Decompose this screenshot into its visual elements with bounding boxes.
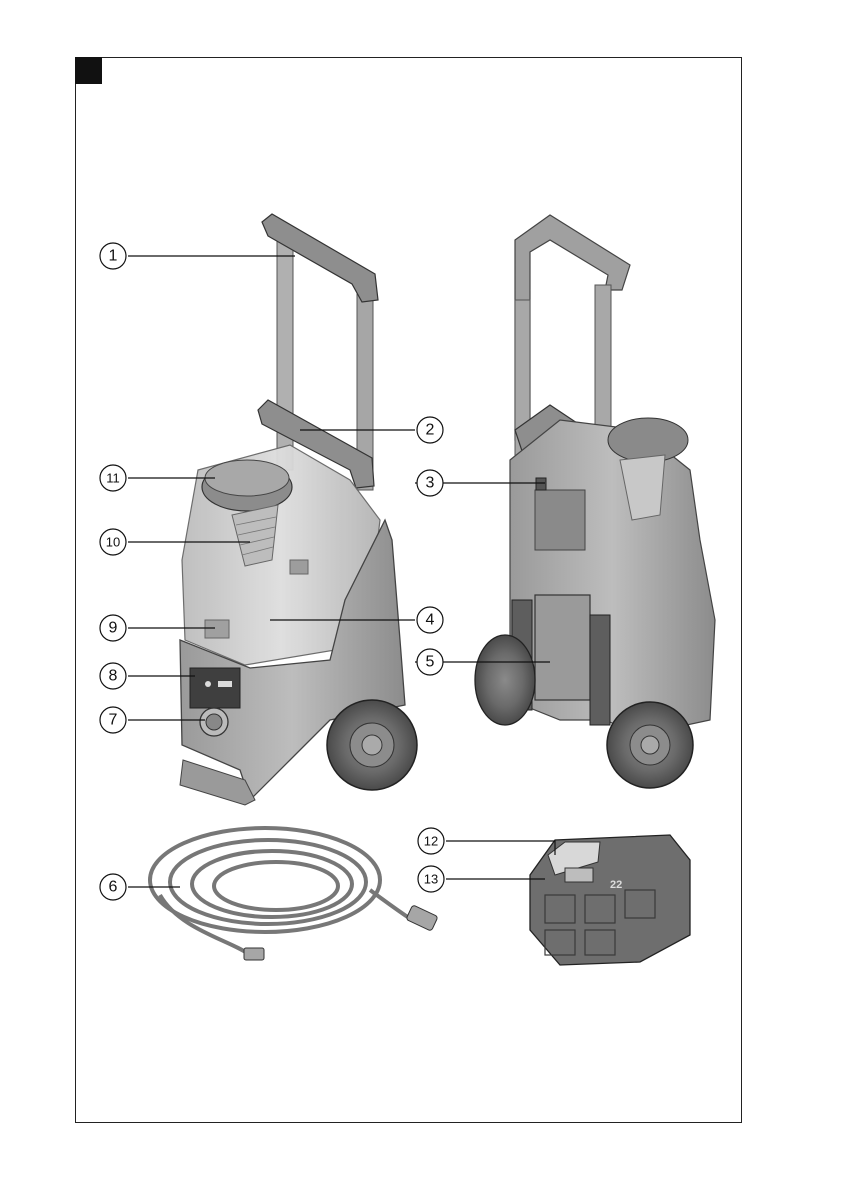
battery-pack: 22 [530,835,690,965]
rear-tank-lid [608,418,688,462]
callout-9: 9 [100,615,126,641]
pressure-washer-rear-view [475,215,715,788]
svg-text:13: 13 [424,872,438,887]
inner-connector [290,560,308,574]
hose-coupling-end [406,905,438,931]
callout-10: 10 [100,529,126,555]
callout-2: 2 [417,417,443,443]
control-panel[interactable] [190,668,240,708]
battery-compartment[interactable] [535,595,590,700]
svg-text:12: 12 [424,834,438,849]
svg-text:11: 11 [106,471,120,486]
inner-suction-part [205,620,229,638]
callout-4: 4 [417,607,443,633]
svg-text:1: 1 [109,248,118,265]
hose-fitting-end [244,948,264,960]
battery-charge-indicator[interactable] [565,868,593,882]
pressure-washer-front-view [180,214,417,805]
callout-8: 8 [100,663,126,689]
svg-text:6: 6 [109,879,118,896]
callout-7: 7 [100,707,126,733]
svg-text:4: 4 [426,612,435,629]
svg-text:5: 5 [426,654,435,671]
callout-12: 12 [418,828,444,854]
svg-text:7: 7 [109,712,118,729]
callout-11: 11 [100,465,126,491]
rear-rail-right [590,615,610,725]
callout-3: 3 [417,470,443,496]
rear-wheel-left [475,635,535,725]
high-pressure-hose [150,828,412,955]
svg-text:10: 10 [106,535,120,550]
battery-voltage-marking: 22 [610,879,622,891]
svg-text:8: 8 [109,668,118,685]
svg-text:9: 9 [109,620,118,637]
svg-text:3: 3 [426,475,435,492]
callout-5: 5 [417,649,443,675]
handle-release-button[interactable] [536,478,546,490]
status-indicator [218,681,232,687]
power-led [205,681,211,687]
callout-6: 6 [100,874,126,900]
rear-panel [535,490,585,550]
rear-handle-loop[interactable] [515,215,630,440]
callout-1: 1 [100,243,126,269]
svg-text:2: 2 [426,422,435,439]
callout-13: 13 [418,866,444,892]
